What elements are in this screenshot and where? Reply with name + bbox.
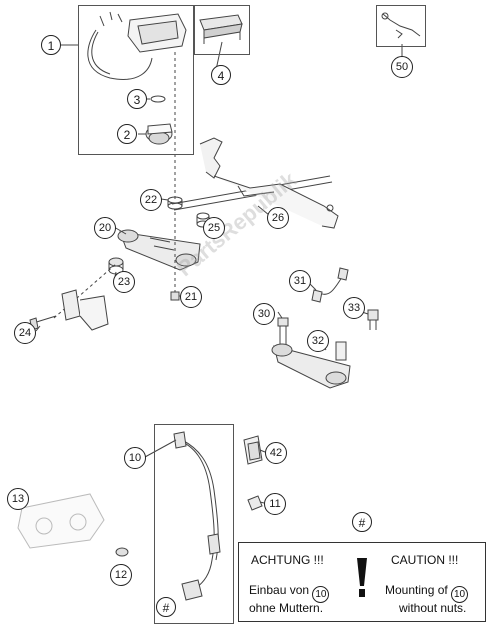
callout-11[interactable]: 11: [264, 493, 286, 515]
callout-2[interactable]: 2: [117, 124, 137, 144]
callout-10[interactable]: 10: [124, 447, 146, 469]
part-50-frame: [376, 5, 426, 47]
bolt-33: [367, 309, 379, 330]
caution-line1-text: Mounting of: [385, 583, 448, 597]
achtung-title: ACHTUNG !!!: [251, 553, 324, 567]
callout-3[interactable]: 3: [127, 89, 147, 109]
bracket-24: [29, 289, 109, 331]
bolt-21: [170, 291, 180, 301]
callout-31[interactable]: 31: [289, 270, 311, 292]
callout-26[interactable]: 26: [267, 207, 289, 229]
callout-23[interactable]: 23: [113, 271, 135, 293]
part-42: [243, 435, 263, 465]
caution-title: CAUTION !!!: [391, 553, 459, 567]
callout-33[interactable]: 33: [343, 297, 365, 319]
speedometer-part: [87, 11, 187, 80]
callout-1[interactable]: 1: [41, 35, 61, 55]
callout-13[interactable]: 13: [7, 488, 29, 510]
clamp-20: [117, 229, 201, 271]
cable-10: [173, 431, 221, 601]
caution-ref-10: 10: [451, 586, 469, 603]
callout-50[interactable]: 50: [391, 56, 413, 78]
cable-group-frame: [154, 424, 234, 624]
part-13-faint: [17, 493, 105, 549]
part-11: [247, 495, 263, 511]
callout-30[interactable]: 30: [253, 303, 275, 325]
part-50: [381, 12, 421, 39]
achtung-line2: ohne Muttern.: [249, 601, 324, 615]
clamp-32: [271, 341, 351, 389]
achtung-ref-10: 10: [312, 586, 330, 603]
part-12: [115, 547, 129, 557]
callout-32[interactable]: 32: [307, 330, 329, 352]
part-4-frame: [194, 5, 250, 55]
callout-42[interactable]: 42: [265, 442, 287, 464]
callout-22[interactable]: 22: [140, 189, 162, 211]
callout-4[interactable]: 4: [211, 65, 231, 85]
callout-12[interactable]: 12: [110, 564, 132, 586]
part-2: [145, 123, 173, 145]
callout-21[interactable]: 21: [180, 286, 202, 308]
callout-hash-top[interactable]: #: [352, 512, 372, 532]
callout-25[interactable]: 25: [203, 217, 225, 239]
part-4: [199, 14, 243, 44]
dashboard-group-frame: [78, 5, 194, 155]
achtung-line1: Einbau von 10: [249, 583, 330, 603]
cable-31: [311, 267, 349, 303]
callout-hash-bottom[interactable]: #: [156, 597, 176, 617]
callout-24[interactable]: 24: [14, 322, 36, 344]
bracket-26: [171, 137, 339, 229]
caution-line1: Mounting of 10: [385, 583, 469, 603]
achtung-line1-text: Einbau von: [249, 583, 310, 597]
caution-line2: without nuts.: [399, 601, 467, 615]
exclamation-icon: [357, 558, 367, 597]
ring-3: [150, 95, 166, 103]
callout-20[interactable]: 20: [94, 217, 116, 239]
bolt-30: [277, 317, 289, 346]
